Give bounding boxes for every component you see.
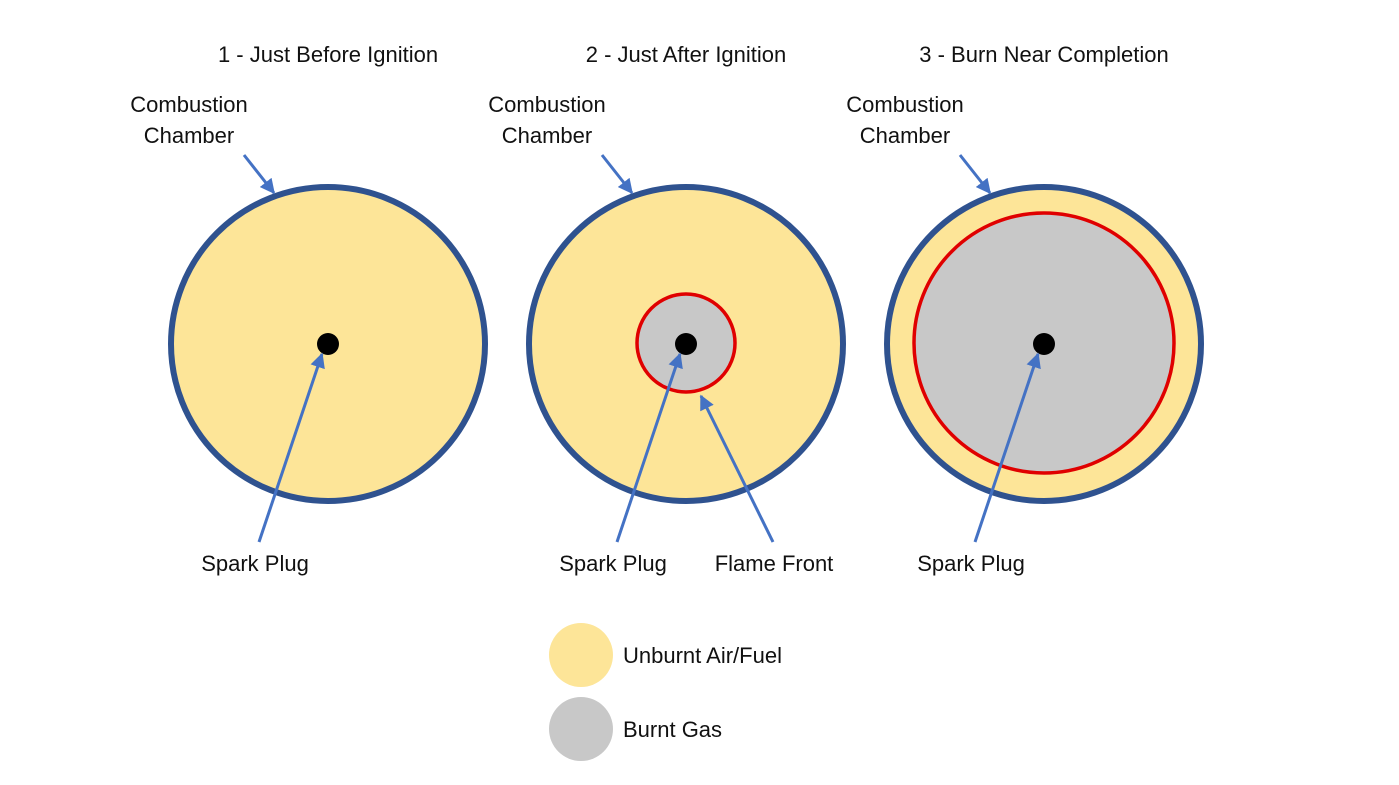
- panel-2-chamber-label-line2: Chamber: [502, 123, 592, 148]
- panel-2-spark-plug: [675, 333, 697, 355]
- panel-1-spark-label: Spark Plug: [201, 551, 309, 576]
- panel-1-chamber-arrow: [242, 154, 276, 195]
- panel-1-chamber-label-line2: Chamber: [144, 123, 234, 148]
- panel-2-flame-front-label: Flame Front: [715, 551, 834, 576]
- panel-2-spark-arrow: [615, 352, 683, 543]
- panel-3-spark-arrow: [973, 352, 1041, 543]
- panel-2-chamber-label-line1: Combustion: [488, 92, 605, 117]
- legend: Unburnt Air/Fuel Burnt Gas: [549, 623, 782, 761]
- panel-3-chamber-label-line2: Chamber: [860, 123, 950, 148]
- panel-3: 3 - Burn Near Completion Combustion Cham…: [846, 42, 1204, 576]
- panel-2-spark-label: Spark Plug: [559, 551, 667, 576]
- panel-1-title: 1 - Just Before Ignition: [218, 42, 438, 67]
- panel-3-chamber-label-line1: Combustion: [846, 92, 963, 117]
- panel-3-spark-plug: [1033, 333, 1055, 355]
- legend-unburnt-swatch: [549, 623, 613, 687]
- legend-unburnt-label: Unburnt Air/Fuel: [623, 643, 782, 668]
- panel-2-chamber-arrow: [600, 154, 634, 195]
- panel-3-title: 3 - Burn Near Completion: [919, 42, 1168, 67]
- legend-burnt-label: Burnt Gas: [623, 717, 722, 742]
- panel-2-flame-front-arrow: [699, 394, 775, 543]
- legend-burnt-swatch: [549, 697, 613, 761]
- panel-3-spark-label: Spark Plug: [917, 551, 1025, 576]
- panel-2-title: 2 - Just After Ignition: [586, 42, 787, 67]
- panel-1-spark-plug: [317, 333, 339, 355]
- panel-3-chamber-arrow: [958, 154, 992, 195]
- panel-1-chamber-label-line1: Combustion: [130, 92, 247, 117]
- panel-1-spark-arrow: [257, 352, 325, 543]
- panel-1: 1 - Just Before Ignition Combustion Cham…: [130, 42, 488, 576]
- panel-2: 2 - Just After Ignition Combustion Chamb…: [488, 42, 846, 576]
